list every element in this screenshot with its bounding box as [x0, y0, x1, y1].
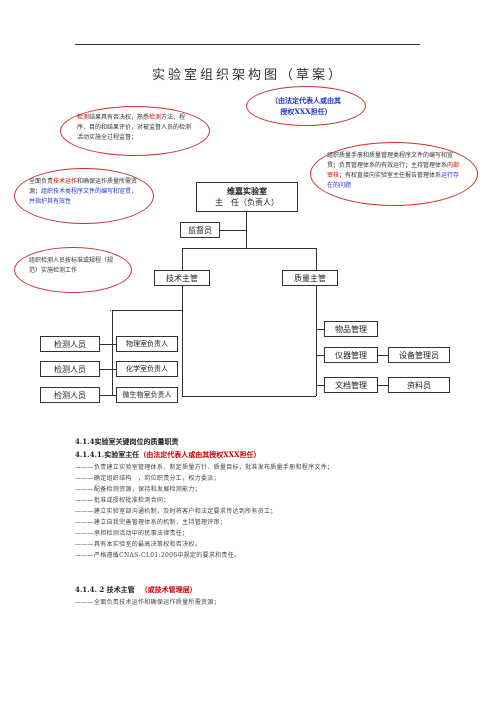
tester-box-1: 检测人员	[40, 336, 100, 352]
bubble-right-p4: 运行存在的问题	[327, 172, 460, 189]
subsection-heading-tech: 4.1.4. 2 技术主管 （或技术管理层）	[75, 584, 197, 595]
bubble-left-p3: 和确保运作质量所需资源；	[29, 178, 138, 195]
physics-lab-head-box: 物理室负责人	[116, 336, 178, 352]
duty-item: ———严格遵循CNAS-CL01:2006中规定的要求和责任。	[75, 552, 241, 559]
bubble-supervisor-duty: 检测结果具有否决权，熟悉检测方法、程序、目的和结果评价，对被监督人员的检测活动实…	[60, 106, 210, 156]
callout-line2: 授权XXX担任）	[280, 107, 332, 116]
bubble-left-p5: 护其有效性	[41, 198, 72, 205]
conn-tech-labs-h	[110, 310, 111, 311]
bubble-tl-p3: 检测	[149, 114, 162, 121]
bubble-left-p1: 全面负责	[29, 178, 54, 185]
chemistry-lab-head-box: 化学室负责人	[116, 361, 178, 377]
tech-duty-line: ———全面负责技术运作和确保运作质量所需资源；	[75, 599, 220, 606]
bubble-testing-duty: 组织检测人员按标准或规程（规范）实施检测工作	[14, 247, 132, 293]
bubble-tech-duty: 全面负责技术运作和确保运作质量所需资源；组织技术类程序文件的编写和宣贯，并指护其…	[14, 168, 154, 224]
bubble-right-p2: 内部审核	[327, 162, 460, 179]
bubble-right-p3: ；有权直接向实验室主任报告管理体系	[339, 172, 442, 179]
callout-line1: （由法定代表人或由其	[271, 96, 341, 105]
bubble-tl-p2: 结果具有否决权，熟悉	[89, 114, 150, 121]
archivist-box: 资料员	[388, 377, 450, 393]
conn-instr-h	[316, 355, 324, 356]
director-l1: 维嘉实验室	[227, 186, 267, 196]
duty-item: ———批准或授权批准检测合同；	[75, 497, 170, 504]
subsection-tech-label: 4.1.4. 2 技术主管	[75, 585, 135, 594]
conn-quality-up	[316, 248, 317, 270]
conn-goods-h	[316, 329, 324, 330]
conn-mid-h	[182, 396, 316, 397]
callout-legal-rep: （由法定代表人或由其 授权XXX担任）	[246, 86, 366, 126]
bubble-tl-p1: 检测	[77, 114, 90, 121]
conn-docs-h	[316, 385, 324, 386]
tester-box-2: 检测人员	[40, 361, 100, 377]
duty-item: ———建立自我完善管理体系的机制，主持管理评审；	[75, 519, 227, 526]
conn-tester1	[100, 344, 116, 345]
duty-item: ———具有本实验室的最高决策权和否决权。	[75, 541, 202, 548]
conn-right-v	[316, 286, 317, 396]
bubble-left-p4: 组织技术类程序文件的编写和宣贯，并指	[29, 188, 138, 205]
duty-item: ———负责建立实验室管理体系，制定质量方针、质量目标，批准发布质量手册和程序文件…	[75, 464, 334, 471]
tester-box-3: 检测人员	[40, 387, 100, 403]
document-mgmt-box: 文档管理	[324, 377, 378, 393]
goods-mgmt-box: 物品管理	[324, 321, 378, 337]
conn-tech-right	[182, 310, 183, 396]
conn-bl-v	[182, 366, 183, 396]
bubble-left2-text: 组织检测人员按标准或规程（规范）实施检测工作	[29, 257, 114, 274]
equipment-admin-box: 设备管理员	[388, 347, 450, 363]
subsection-heading-director: 4.1.4.1.实验室主任（由法定代表人或由其授权XXX担任）	[75, 449, 261, 460]
conn-supervisor-h	[220, 230, 246, 231]
duty-item: ———承担检测活动中的民事法律责任；	[75, 530, 189, 537]
page-title: 实验室组织架构图（草案）	[151, 68, 344, 83]
conn-director-down	[246, 212, 247, 248]
duty-item: ———建立实验室部沟通机制，及时将客户和法定要求传达到所有员工；	[75, 508, 277, 515]
director-box: 维嘉实验室 主 任（负责人）	[196, 182, 298, 212]
subsection-tech-note: （或技术管理层）	[140, 585, 197, 594]
conn-tech-branch-h	[112, 310, 182, 311]
top-rule	[75, 44, 420, 45]
conn-docs-arch	[378, 385, 388, 386]
microbio-lab-head-box: 微生物室负责人	[116, 387, 178, 403]
conn-tester2	[100, 369, 116, 370]
bubble-left-p2: 技术运作	[53, 178, 78, 185]
conn-instr-equip	[378, 355, 388, 356]
bubble-tl-p4: 方法、程序、目的和结果评价，对被监督人员的检测活动实施全过程监督；	[77, 114, 192, 141]
conn-tech-up	[182, 248, 183, 270]
section-heading: 4.1.4实验室关键岗位的质量职责	[75, 437, 179, 446]
conn-tester3	[100, 395, 116, 396]
supervisor-box: 监督员	[180, 222, 220, 238]
director-l2: 主 任（负责人）	[215, 198, 279, 207]
tech-manager-box: 技术主管	[154, 270, 210, 286]
bubble-right-p1: 组织质量手册和质量管理类程序文件的编写和宣贯；负责管理体系的有效运行；主持管理体…	[327, 152, 454, 169]
conn-labs-v	[112, 310, 113, 396]
duty-item: ———配备检测资源，保持和发展检测能力；	[75, 486, 202, 493]
subsection-director-note: （由法定代表人或由其授权XXX担任）	[139, 450, 261, 459]
conn-branch-h	[182, 248, 316, 249]
quality-manager-box: 质量主管	[282, 270, 338, 286]
instrument-mgmt-box: 仪器管理	[324, 347, 378, 363]
duty-item: ———确定组织结构 ，岗位职责分工，权力委派；	[75, 475, 220, 482]
conn-tech-down	[182, 286, 183, 310]
subsection-director-label: 4.1.4.1.实验室主任	[75, 450, 140, 459]
bubble-quality-duty: 组织质量手册和质量管理类程序文件的编写和宣贯；负责管理体系的有效运行；主持管理体…	[310, 142, 478, 206]
